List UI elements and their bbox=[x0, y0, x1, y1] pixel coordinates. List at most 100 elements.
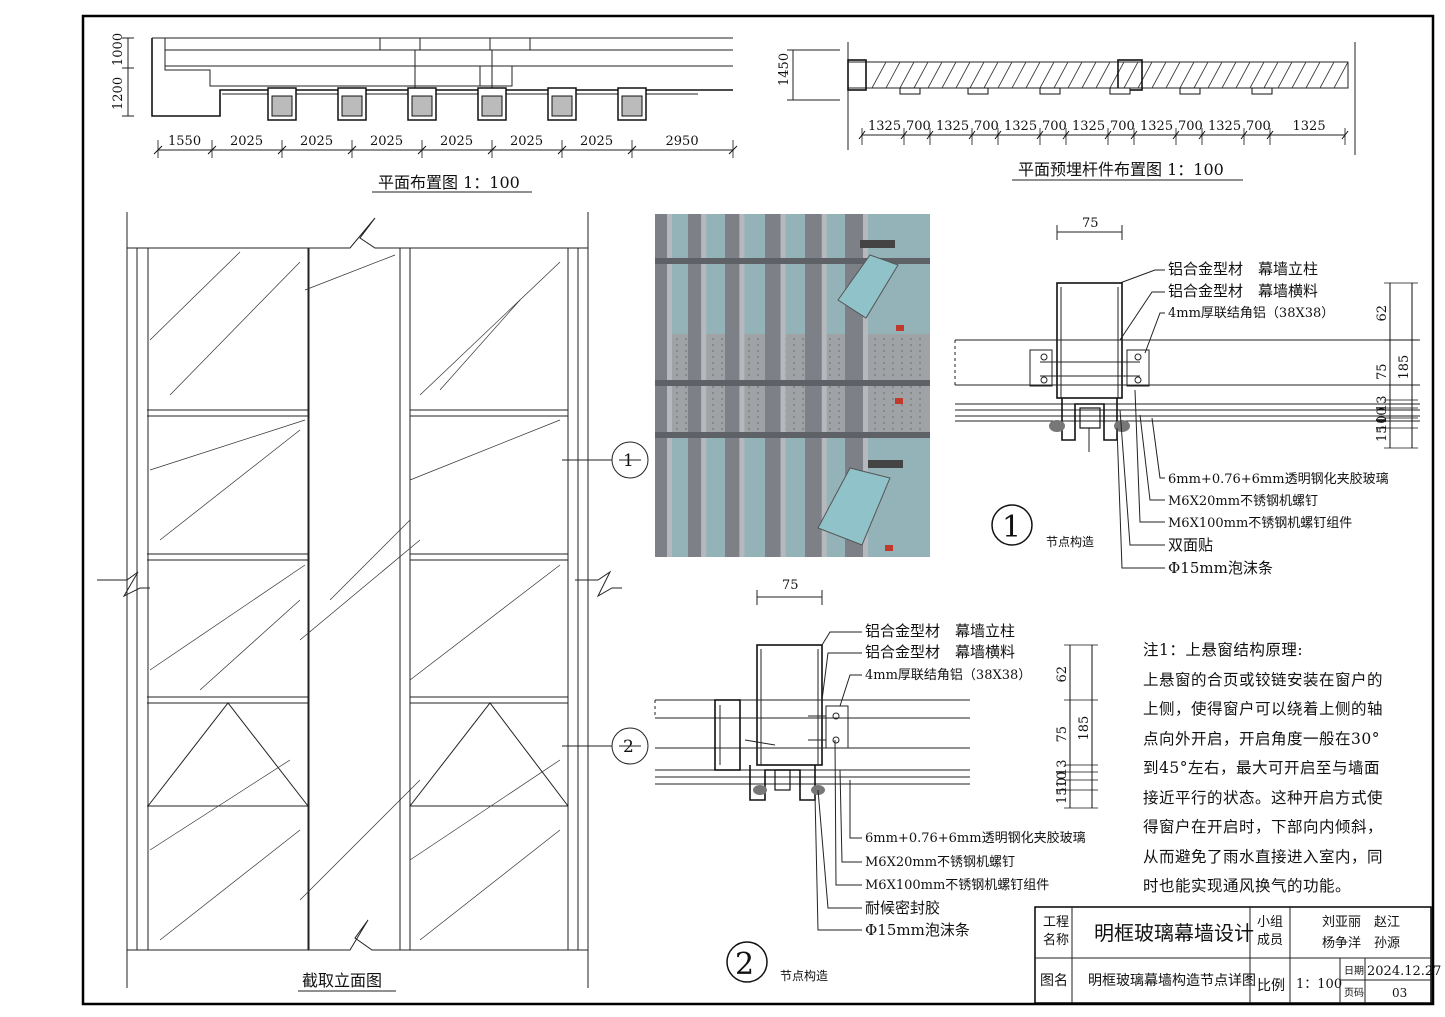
stone-speckle bbox=[874, 344, 876, 346]
stone-speckle bbox=[919, 356, 921, 358]
stone-speckle bbox=[892, 404, 894, 406]
stone-speckle bbox=[712, 362, 714, 364]
node1-label-foam: Φ15mm泡沫条 bbox=[1168, 559, 1273, 577]
stone-speckle bbox=[802, 356, 804, 358]
stone-speckle bbox=[712, 374, 714, 376]
embed-dim-value: 700 bbox=[1042, 119, 1067, 134]
stone-speckle bbox=[829, 398, 831, 400]
node1-label-mullion: 铝合金型材 幕墙立柱 bbox=[1168, 260, 1318, 278]
node-dim-value: 13 bbox=[1375, 395, 1390, 412]
embed-hatch-line bbox=[1319, 61, 1335, 89]
stone-speckle bbox=[910, 362, 912, 364]
stone-speckle bbox=[721, 350, 723, 352]
stone-speckle bbox=[757, 416, 759, 418]
stone-speckle bbox=[685, 338, 687, 340]
stone-speckle bbox=[838, 410, 840, 412]
stone-speckle bbox=[748, 356, 750, 358]
stone-speckle bbox=[892, 338, 894, 340]
node-dim-value: 185 bbox=[1397, 355, 1412, 380]
stone-speckle bbox=[829, 422, 831, 424]
stone-speckle bbox=[874, 410, 876, 412]
note-line: 得窗户在开启时，下部向内倾斜， bbox=[1143, 818, 1384, 836]
stone-speckle bbox=[712, 398, 714, 400]
stone-speckle bbox=[883, 392, 885, 394]
stone-speckle bbox=[802, 410, 804, 412]
embed-hatch-line bbox=[1291, 61, 1307, 89]
stone-speckle bbox=[892, 422, 894, 424]
stone-speckle bbox=[901, 422, 903, 424]
embed-hatch-line bbox=[983, 61, 999, 89]
embed-anchor bbox=[967, 87, 989, 95]
stone-speckle bbox=[883, 362, 885, 364]
glass-hatch-line bbox=[409, 759, 561, 861]
stone-speckle bbox=[838, 386, 840, 388]
stone-speckle bbox=[919, 350, 921, 352]
plan-mullion-core bbox=[481, 95, 503, 117]
note-line: 接近平行的状态。这种开启方式使 bbox=[1143, 788, 1384, 807]
stone-speckle bbox=[829, 374, 831, 376]
stone-speckle bbox=[901, 374, 903, 376]
stone-speckle bbox=[874, 338, 876, 340]
node-dim-value: 75 bbox=[1375, 363, 1390, 380]
embed-dim-value: 1325 bbox=[1072, 119, 1105, 134]
tb-scale: 1：100 bbox=[1296, 977, 1342, 992]
stone-speckle bbox=[748, 410, 750, 412]
stone-speckle bbox=[793, 422, 795, 424]
embed-anchor bbox=[1179, 87, 1201, 95]
stone-speckle bbox=[910, 374, 912, 376]
tb-page: 03 bbox=[1392, 986, 1407, 1000]
stone-speckle bbox=[883, 410, 885, 412]
plan-mullion-core bbox=[551, 95, 573, 117]
node2-caption: 节点构造 bbox=[780, 968, 828, 983]
glass-hatch-line bbox=[419, 829, 561, 941]
note-line: 到45°左右，最大可开启至与墙面 bbox=[1143, 759, 1380, 777]
stone-speckle bbox=[901, 410, 903, 412]
stone-speckle bbox=[793, 338, 795, 340]
note-line: 点向外开启，开启角度一般在30° bbox=[1143, 729, 1380, 748]
plan-dim-value: 2025 bbox=[510, 134, 543, 149]
plan-dim-value: 2025 bbox=[300, 134, 333, 149]
stone-speckle bbox=[829, 410, 831, 412]
stone-speckle bbox=[757, 374, 759, 376]
node1-label-glass: 6mm+0.76+6mm透明钢化夹胶玻璃 bbox=[1168, 471, 1389, 487]
stone-speckle bbox=[721, 416, 723, 418]
stone-speckle bbox=[910, 356, 912, 358]
stone-speckle bbox=[748, 428, 750, 430]
stone-speckle bbox=[838, 392, 840, 394]
embed-hatch-line bbox=[1277, 61, 1293, 89]
node-dim-value: 10 bbox=[1055, 777, 1070, 794]
facade-transom bbox=[655, 380, 930, 386]
embed-anchor bbox=[899, 87, 921, 95]
plan-mullion-core bbox=[411, 95, 433, 117]
stone-speckle bbox=[721, 356, 723, 358]
node-dim-value: 62 bbox=[1375, 305, 1390, 322]
stone-speckle bbox=[676, 344, 678, 346]
stone-speckle bbox=[919, 374, 921, 376]
node-dim-value: 10 bbox=[1375, 407, 1390, 424]
node1-dim-top: 75 bbox=[1082, 216, 1099, 231]
stone-speckle bbox=[910, 338, 912, 340]
stone-speckle bbox=[919, 428, 921, 430]
plan-dim-value: 2950 bbox=[666, 134, 699, 149]
stone-speckle bbox=[910, 386, 912, 388]
open-window-upper bbox=[837, 254, 899, 319]
stone-speckle bbox=[712, 404, 714, 406]
plan-title: 平面布置图 1：100 bbox=[378, 173, 520, 192]
node2-dim-top: 75 bbox=[782, 578, 799, 593]
embed-hatch-line bbox=[955, 61, 971, 89]
stone-speckle bbox=[712, 344, 714, 346]
stone-speckle bbox=[793, 386, 795, 388]
stone-speckle bbox=[883, 416, 885, 418]
node2-label-screw-100: M6X100mm不锈钢机螺钉组件 bbox=[865, 878, 1049, 893]
stone-speckle bbox=[748, 350, 750, 352]
stone-speckle bbox=[874, 422, 876, 424]
plan-dim-left-1200: 1200 bbox=[111, 77, 126, 110]
stone-speckle bbox=[883, 356, 885, 358]
embed-hatch-line bbox=[941, 61, 957, 89]
stone-speckle bbox=[721, 410, 723, 412]
stone-speckle bbox=[721, 398, 723, 400]
stone-speckle bbox=[802, 386, 804, 388]
tb-members-1: 刘亚丽 赵江 bbox=[1322, 915, 1400, 930]
stone-speckle bbox=[712, 368, 714, 370]
